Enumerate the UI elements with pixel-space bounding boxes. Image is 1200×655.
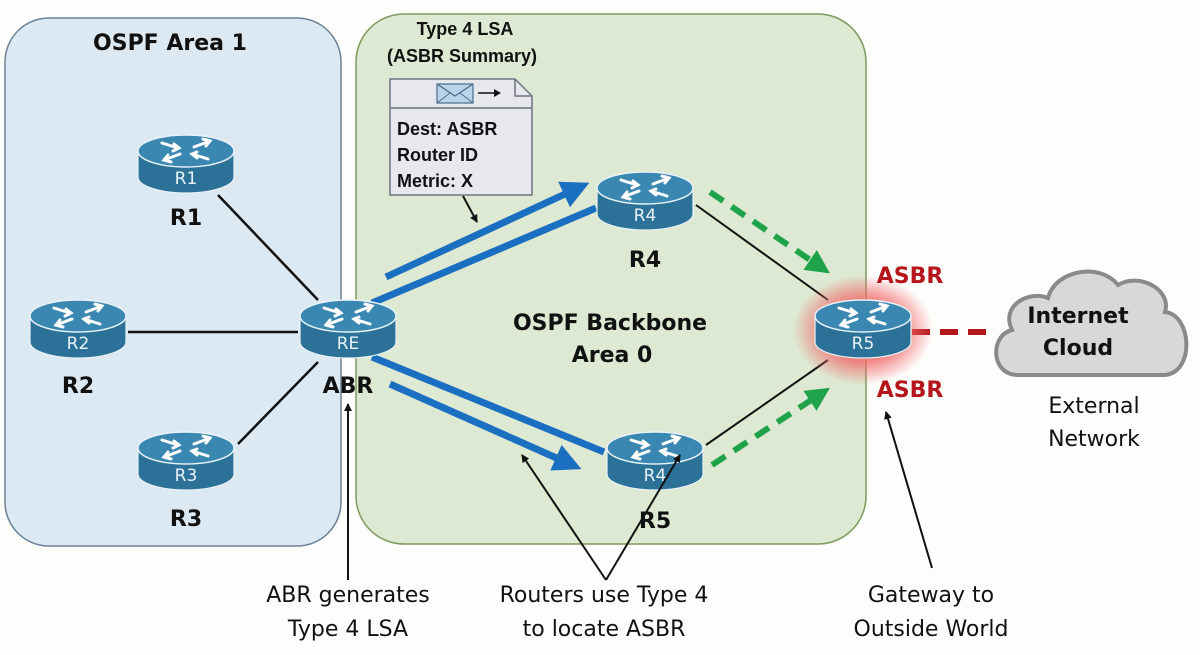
link-r1-abr bbox=[217, 194, 319, 301]
link-r5-asbr bbox=[705, 359, 829, 446]
area-1-region bbox=[4, 17, 342, 547]
router-arrows-icon bbox=[619, 174, 672, 201]
router-label-r5: R5 bbox=[639, 509, 671, 534]
lsa-document: Dest: ASBR Router ID Metric: X bbox=[389, 78, 533, 196]
routers-caption-line1: Routers use Type 4 bbox=[500, 583, 709, 608]
router-icon-id: R3 bbox=[175, 466, 198, 486]
router-icon-id: R2 bbox=[67, 334, 90, 354]
router-icon-id: RE bbox=[337, 334, 360, 354]
asbr-label-bottom: ASBR bbox=[877, 378, 944, 403]
lsa-link-abr-r4 bbox=[370, 204, 598, 307]
router-icon-id: R1 bbox=[175, 169, 198, 189]
router-asbr: R5 bbox=[814, 299, 912, 359]
router-icon-id: R4 bbox=[644, 466, 667, 486]
cloud-label-line2: Cloud bbox=[1043, 336, 1113, 361]
cloud-icon bbox=[994, 269, 1189, 377]
router-arrows-icon bbox=[322, 302, 375, 329]
lsa-flow-to-r4-arrow bbox=[384, 181, 590, 281]
router-label-r2: R2 bbox=[62, 374, 94, 399]
lsa-title-line1: Type 4 LSA bbox=[417, 19, 514, 39]
router-label-r3: R3 bbox=[170, 507, 202, 532]
router-r1: R1 bbox=[137, 134, 235, 194]
lsa-line-router-id: Router ID bbox=[397, 145, 478, 165]
gateway-callout-arrow bbox=[884, 411, 933, 569]
envelope-arrow-icon bbox=[436, 83, 501, 104]
router-arrows-icon bbox=[837, 302, 890, 329]
lsa-pointer-arrow bbox=[462, 195, 478, 223]
cloud-label-line1: Internet bbox=[1027, 304, 1129, 329]
router-arrows-icon bbox=[629, 434, 682, 461]
external-route-arrow-bottom bbox=[710, 387, 831, 468]
external-network-line2: Network bbox=[1048, 427, 1140, 452]
lsa-flow-to-r5-arrow bbox=[388, 380, 582, 471]
lsa-line-metric: Metric: X bbox=[397, 171, 473, 191]
router-r4-bottom: R4 bbox=[606, 431, 704, 491]
router-arrows-icon bbox=[160, 434, 213, 461]
router-r3: R3 bbox=[137, 431, 235, 491]
router-arrows-icon bbox=[160, 137, 213, 164]
routers-callout-arrow-right bbox=[605, 454, 681, 581]
link-r3-abr bbox=[237, 361, 319, 445]
abr-caption-line2: Type 4 LSA bbox=[287, 617, 408, 642]
routers-callout-arrow-left bbox=[521, 454, 607, 581]
area-1-title: OSPF Area 1 bbox=[93, 31, 247, 56]
routers-caption-line2: to locate ASBR bbox=[523, 617, 686, 642]
lsa-title-line2: (ASBR Summary) bbox=[387, 46, 537, 66]
router-r4-top: R4 bbox=[596, 171, 694, 231]
router-abr: RE bbox=[299, 299, 397, 359]
gateway-caption-line1: Gateway to bbox=[868, 583, 994, 608]
external-network-line1: External bbox=[1048, 394, 1139, 419]
external-route-arrow-top bbox=[708, 189, 830, 274]
router-label-abr: ABR bbox=[323, 374, 374, 399]
router-label-r1: R1 bbox=[170, 206, 202, 231]
router-icon-id: R4 bbox=[634, 206, 657, 226]
router-label-r4: R4 bbox=[629, 248, 661, 273]
lsa-link-abr-r5 bbox=[370, 353, 606, 456]
asbr-label-top: ASBR bbox=[877, 264, 944, 289]
router-r2: R2 bbox=[29, 299, 127, 359]
gateway-caption-line2: Outside World bbox=[854, 617, 1009, 642]
internet-cloud: Internet Cloud bbox=[994, 269, 1189, 377]
lsa-line-dest: Dest: ASBR bbox=[397, 119, 497, 139]
router-arrows-icon bbox=[52, 302, 105, 329]
router-icon-id: R5 bbox=[852, 334, 875, 354]
link-r4-asbr bbox=[695, 204, 829, 301]
backbone-title-line1: OSPF Backbone bbox=[513, 311, 707, 336]
backbone-title-line2: Area 0 bbox=[572, 343, 653, 368]
abr-caption-line1: ABR generates bbox=[266, 583, 430, 608]
